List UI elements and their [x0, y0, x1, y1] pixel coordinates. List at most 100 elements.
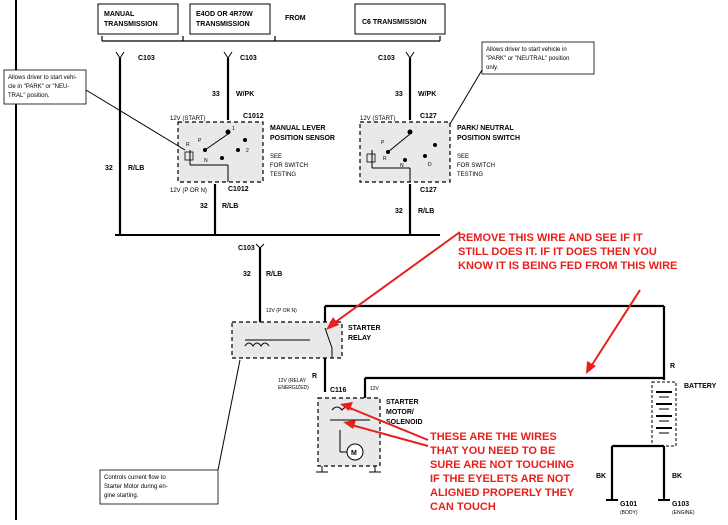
- manual-lever-testing: TESTING: [270, 172, 296, 178]
- wire-battery-solenoid: [363, 376, 664, 398]
- manual-lever-title-1: MANUAL LEVER: [270, 125, 325, 132]
- note-bottom-line1: Controls current flow to: [104, 475, 166, 481]
- wire-to-relay: [255, 243, 265, 322]
- label-12v-relay-2: ENERGIZED): [278, 385, 309, 391]
- connector-c127-top: C127: [420, 113, 437, 120]
- switch-pin-n: N: [400, 163, 404, 169]
- annotation-top-line3: KNOW IT IS BEING FED FROM THIS WIRE: [458, 260, 677, 272]
- connector-c127-bottom: C127: [420, 187, 437, 194]
- switch-pin-p: P: [381, 140, 385, 146]
- park-neutral-see: SEE: [457, 154, 469, 160]
- wire-switch-number: 32: [395, 208, 403, 215]
- header-e4od-line2: TRANSMISSION: [196, 21, 250, 28]
- note-left-line2: cle in "PARK" or "NEU-: [8, 84, 69, 90]
- wire-left-number: 32: [105, 165, 113, 172]
- annotation-bottom-line5: ALIGNED PROPERLY THEY: [430, 487, 575, 499]
- connector-c1012-bottom: C1012: [228, 186, 249, 193]
- park-neutral-title-2: POSITION SWITCH: [457, 135, 520, 142]
- park-neutral-title-1: PARK/ NEUTRAL: [457, 125, 514, 132]
- sensor-pin-p: P: [198, 138, 202, 144]
- annotation-bottom-line3: SURE ARE NOT TOUCHING: [430, 459, 574, 471]
- starter-motor-title-3: SOLENOID: [386, 419, 423, 426]
- annotation-top-arrows: [326, 231, 641, 374]
- ground-g103: G103: [672, 501, 689, 508]
- label-12v-pn-left: 12V (P OR N): [170, 188, 207, 194]
- park-neutral-testing: TESTING: [457, 172, 483, 178]
- wire-switch-color: R/LB: [418, 208, 434, 215]
- label-12v-start-left: 12V (START): [170, 116, 205, 122]
- ground-g101: G101: [620, 501, 637, 508]
- starter-relay: [231, 321, 343, 359]
- label-12v-pn-relay: 12V (P OR N): [266, 308, 297, 314]
- sensor-pin-n: N: [204, 158, 208, 164]
- annotation-bottom-arrows: [340, 402, 429, 447]
- header-e4od-transmission: E4OD OR 4R70W TRANSMISSION: [189, 3, 271, 35]
- battery-label: BATTERY: [684, 383, 717, 390]
- manual-lever-see: SEE: [270, 154, 282, 160]
- ground-g103-sub: (ENGINE): [672, 510, 695, 516]
- ground-g101-sub: (BODY): [620, 510, 638, 516]
- note-bottom-line2: Starter Motor during en-: [104, 484, 168, 490]
- wire-sensor-color: R/LB: [222, 203, 238, 210]
- connector-c103-right: C103: [378, 55, 395, 62]
- header-c6-label: C6 TRANSMISSION: [362, 19, 427, 26]
- annotation-bottom-line6: CAN TOUCH: [430, 501, 496, 513]
- header-from: FROM: [285, 15, 306, 22]
- annotation-bottom-line4: IF THE EYELETS ARE NOT: [430, 473, 570, 485]
- wire-middle-wpk: [223, 51, 233, 120]
- header-c6-transmission: C6 TRANSMISSION: [354, 3, 446, 35]
- wire-relay-color: R/LB: [266, 271, 282, 278]
- note-right-line2: "PARK" or "NEUTRAL" position: [486, 56, 569, 62]
- park-neutral-for-switch: FOR SWITCH: [457, 163, 495, 169]
- annotation-top-line1: REMOVE THIS WIRE AND SEE IF IT: [458, 232, 643, 244]
- connector-c1012-top: C1012: [243, 113, 264, 120]
- wire-right-wpk: [405, 51, 415, 120]
- label-12v-start-right: 12V (START): [360, 116, 395, 122]
- switch-pin-d: D: [428, 162, 432, 168]
- starter-ground: [316, 466, 381, 473]
- motor-symbol: M: [351, 450, 357, 457]
- annotation-bottom-line1: THESE ARE THE WIRES: [430, 431, 557, 443]
- wire-battery-color-top: R: [670, 363, 675, 370]
- manual-lever-position-sensor: P N R 2 1: [177, 121, 264, 183]
- header-manual-transmission: MANUAL TRANSMISSION: [97, 3, 179, 35]
- note-bottom: Controls current flow to Starter Motor d…: [99, 359, 241, 505]
- park-neutral-position-switch: P N R D: [359, 121, 451, 183]
- svg-text:1: 1: [232, 126, 235, 132]
- annotation-bottom: THESE ARE THE WIRES THAT YOU NEED TO BE …: [430, 431, 575, 513]
- starter-motor-title-2: MOTOR/: [386, 409, 414, 416]
- annotation-top: REMOVE THIS WIRE AND SEE IF IT STILL DOE…: [458, 232, 677, 272]
- connector-c103-middle: C103: [240, 55, 257, 62]
- wire-right-number: 33: [395, 91, 403, 98]
- note-right-line3: only.: [486, 65, 499, 71]
- wire-ground-engine-color: BK: [672, 473, 682, 480]
- battery: [651, 381, 677, 447]
- note-left: Allows driver to start vehi- cle in "PAR…: [3, 69, 186, 151]
- starter-motor-title-1: STARTER: [386, 399, 419, 406]
- connector-c103-left: C103: [138, 55, 155, 62]
- note-right-line1: Allows driver to start vehicle in: [486, 47, 567, 53]
- wire-ground-body-color: BK: [596, 473, 606, 480]
- wire-left-rlb: [115, 51, 255, 236]
- note-left-line1: Allows driver to start vehi-: [8, 75, 77, 81]
- wire-left-color: R/LB: [128, 165, 144, 172]
- note-bottom-line3: gine starting.: [104, 493, 139, 499]
- manual-lever-title-2: POSITION SENSOR: [270, 135, 335, 142]
- label-12v-relay-1: 12V (RELAY: [278, 378, 307, 384]
- svg-text:2: 2: [246, 148, 249, 154]
- wire-relay-battery-red: [323, 304, 666, 380]
- wire-middle-number: 33: [212, 91, 220, 98]
- connector-c103-lower: C103: [238, 245, 255, 252]
- note-left-line3: TRAL" position.: [8, 93, 50, 99]
- note-right: Allows driver to start vehicle in "PARK"…: [449, 41, 595, 125]
- wire-relay-solenoid-color: R: [312, 373, 317, 380]
- wire-sensor-number: 32: [200, 203, 208, 210]
- wire-middle-color: W/PK: [236, 91, 254, 98]
- switch-pin-r: R: [383, 156, 387, 162]
- sensor-pin-r: R: [186, 142, 190, 148]
- starter-relay-title-1: STARTER: [348, 325, 381, 332]
- manual-lever-for-switch: FOR SWITCH: [270, 163, 308, 169]
- ground-wires: [606, 444, 670, 501]
